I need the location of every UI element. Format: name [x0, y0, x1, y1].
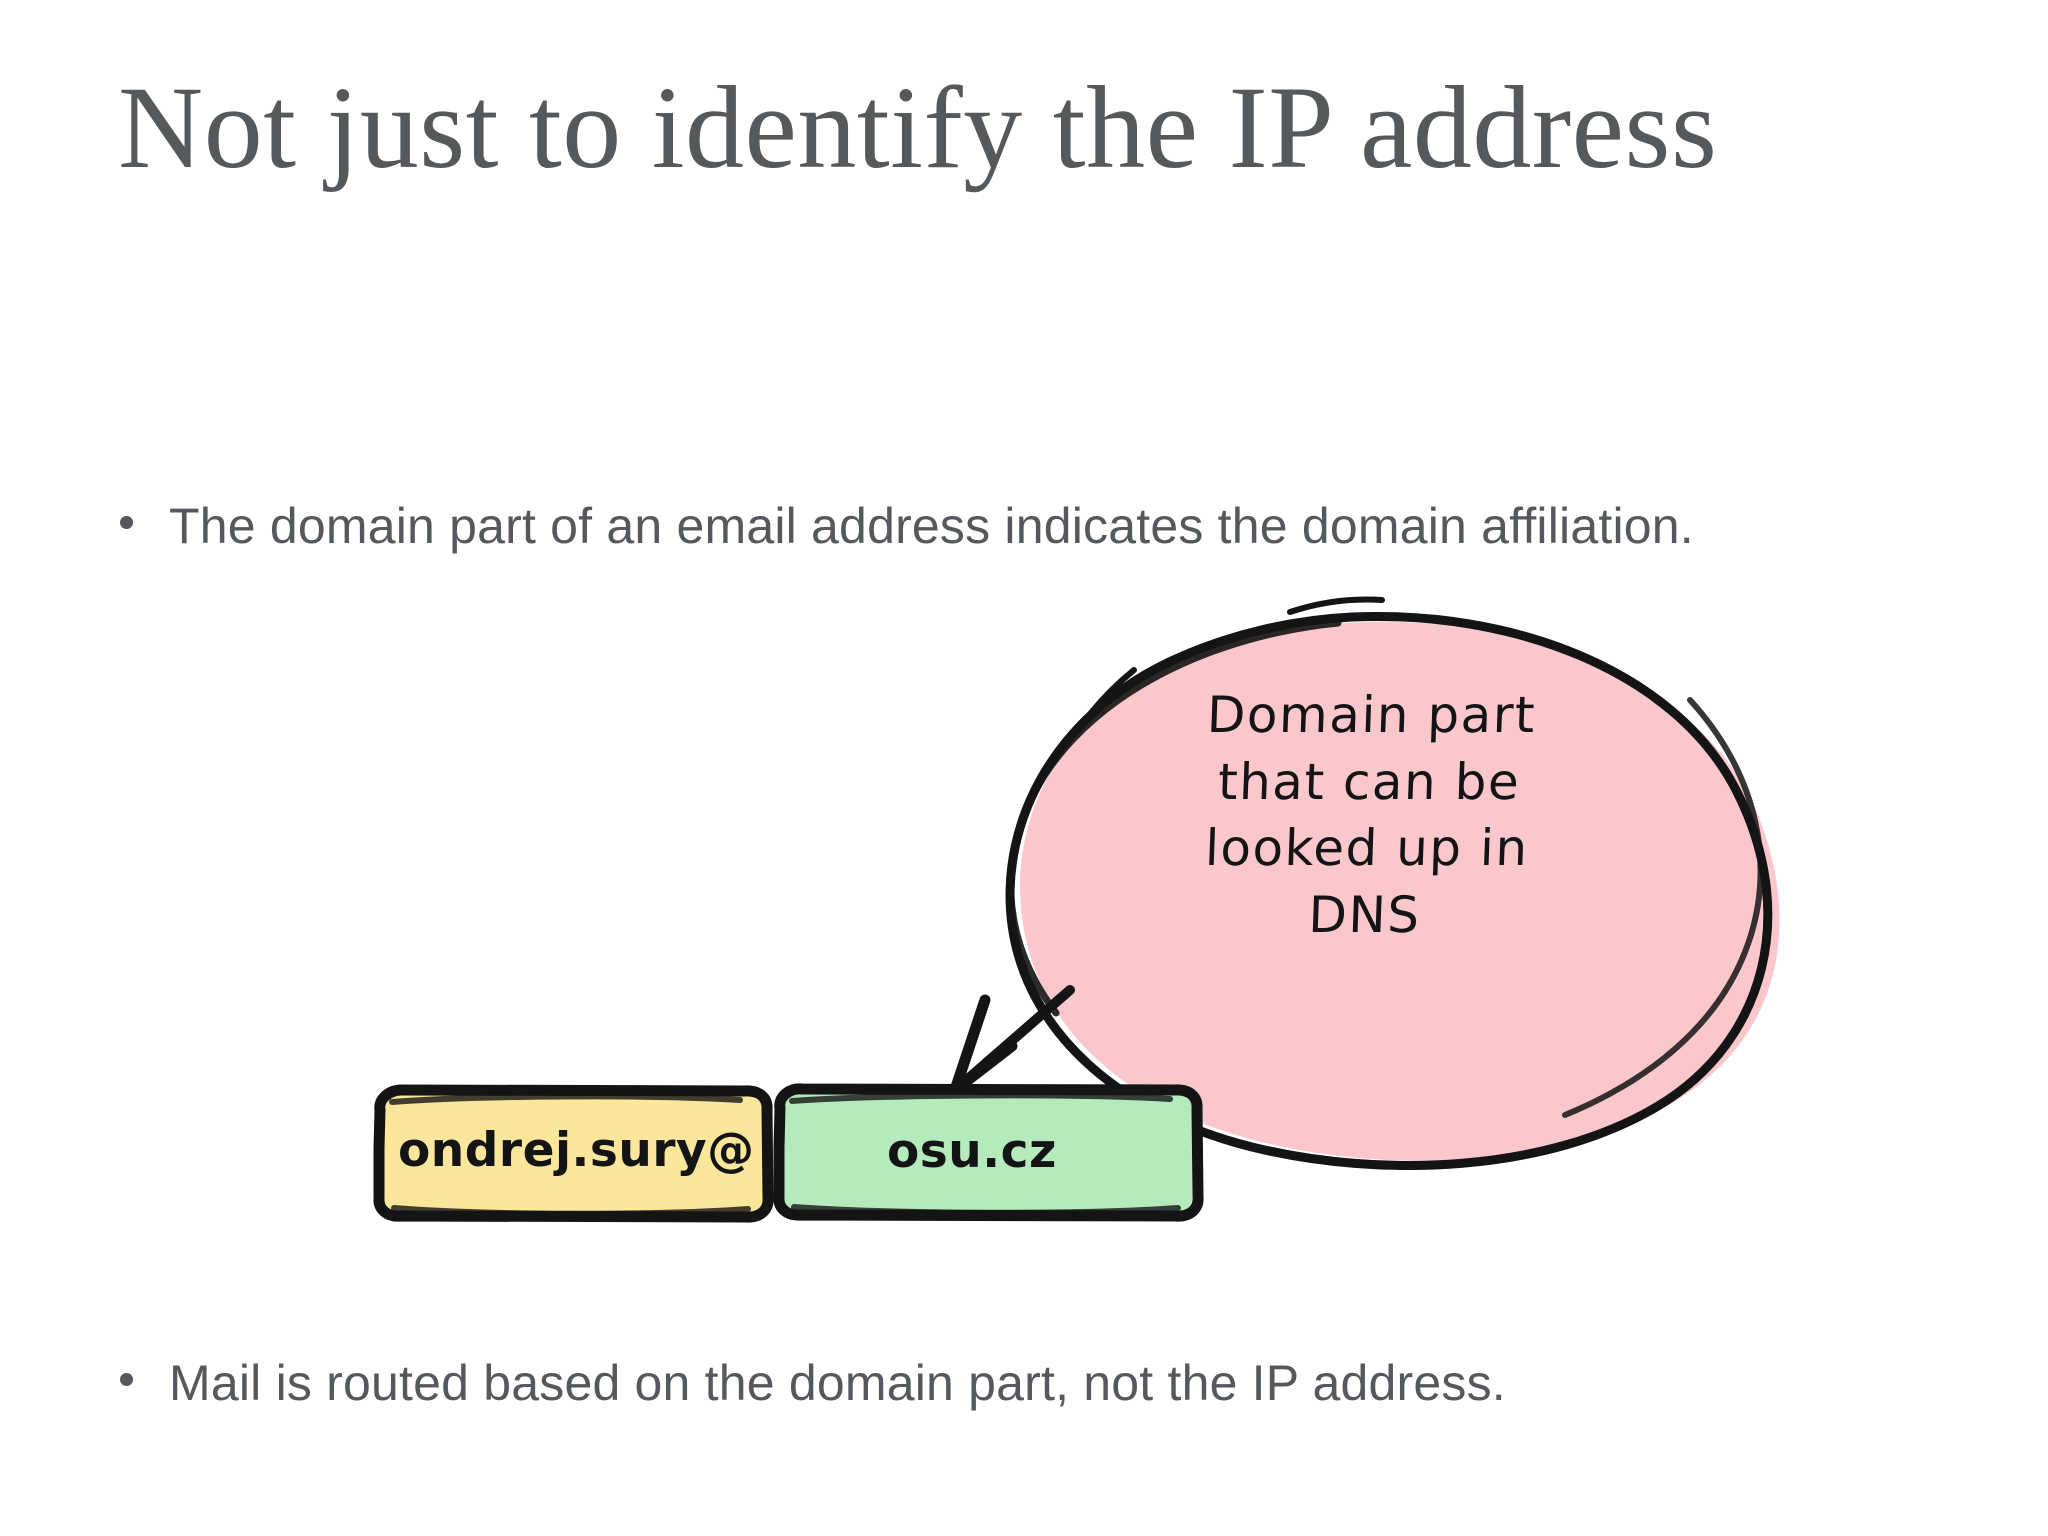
page-title: Not just to identify the IP address: [118, 62, 1718, 193]
bullet-text-1: The domain part of an email address indi…: [169, 498, 1694, 554]
domain-part-chip-outline-shadow-bottom: [791, 1204, 1181, 1216]
callout-bubble-top-nib-2: [1087, 667, 1137, 717]
callout-arrow: [949, 985, 1075, 1096]
callout-bubble-outline-tertiary: [1562, 697, 1764, 1118]
callout-line-1: Domain part: [1205, 686, 1537, 744]
local-part-chip-outline-shadow-bottom: [391, 1205, 751, 1217]
local-part-chip-outline-shadow: [389, 1093, 743, 1105]
bullet-dot-icon: [120, 1373, 133, 1386]
bullet-item-2: Mail is routed based on the domain part,…: [120, 1352, 1506, 1415]
domain-part-chip-label: osu.cz: [887, 1124, 1057, 1179]
bullet-dot-icon: [120, 516, 133, 529]
callout-line-3: looked up in: [1204, 819, 1530, 877]
callout-arrow-shaft: [950, 985, 1075, 1095]
bullet-item-1: The domain part of an email address indi…: [120, 495, 1694, 558]
callout-line-2: that can be: [1217, 752, 1522, 811]
callout-text: Domain part that can be looked up in DNS: [1143, 682, 1592, 948]
callout-bubble-top-nib: [1287, 596, 1385, 615]
callout-arrow-head-left: [949, 994, 991, 1096]
callout-line-4: DNS: [1307, 885, 1422, 944]
domain-part-chip-outline-shadow: [789, 1092, 1173, 1104]
callout-arrow-head-right: [949, 1040, 1018, 1096]
local-part-chip-label: ondrej.sury@: [398, 1123, 755, 1178]
bullet-text-2: Mail is routed based on the domain part,…: [169, 1355, 1506, 1411]
